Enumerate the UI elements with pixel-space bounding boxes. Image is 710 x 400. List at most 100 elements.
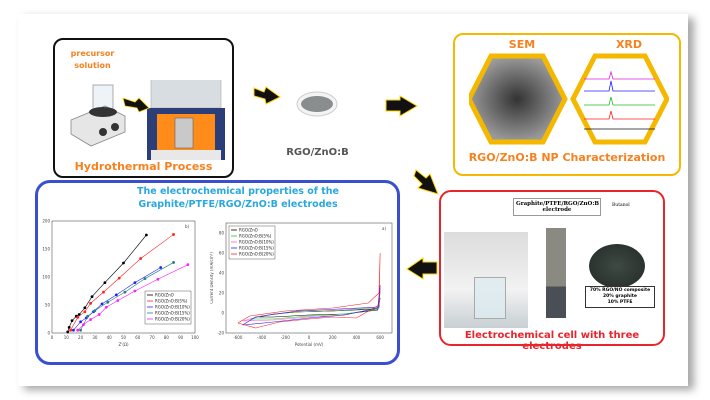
x-tick-label: -200 bbox=[281, 335, 291, 340]
x-tick-label: 400 bbox=[353, 335, 361, 340]
arrow-icon bbox=[413, 169, 439, 195]
legend-label: RGO/ZnO:B(20%) bbox=[239, 252, 274, 257]
data-point bbox=[106, 300, 110, 304]
x-tick-label: 10 bbox=[64, 335, 70, 340]
characterization-panel: SEM XRD RGO/ZnO:B NP Characterization bbox=[453, 33, 681, 176]
data-point bbox=[156, 277, 160, 281]
panel-label: a) bbox=[382, 226, 386, 231]
electrochemical-cell-title: Electrochemical cell with three electrod… bbox=[464, 330, 640, 352]
product-label: RGO/ZnO:B bbox=[286, 147, 349, 158]
powder-dish-icon bbox=[296, 91, 338, 117]
series-line bbox=[242, 284, 381, 326]
data-point bbox=[89, 318, 93, 321]
y-tick-label: 0 bbox=[47, 331, 50, 336]
y-tick-label: 50 bbox=[45, 303, 51, 308]
data-point bbox=[67, 326, 71, 329]
data-point bbox=[102, 290, 105, 294]
magnetic-stirrer-icon bbox=[70, 84, 126, 147]
data-point bbox=[139, 257, 143, 260]
data-point bbox=[79, 328, 82, 332]
x-tick-label: 80 bbox=[164, 335, 170, 340]
x-tick-label: 60 bbox=[135, 335, 141, 340]
y-tick-label: 200 bbox=[42, 219, 50, 224]
legend bbox=[228, 225, 276, 260]
plot-frame bbox=[51, 220, 196, 334]
data-point bbox=[116, 299, 120, 302]
data-point bbox=[122, 261, 125, 265]
legend bbox=[144, 290, 192, 325]
legend-label: RGO/ZnO:B(20%) bbox=[155, 317, 190, 322]
data-point bbox=[97, 313, 101, 316]
y-tick-label: 0 bbox=[221, 311, 224, 316]
data-point bbox=[77, 313, 81, 316]
data-point bbox=[143, 277, 147, 281]
x-tick-label: 600 bbox=[376, 335, 384, 340]
x-tick-label: 0 bbox=[308, 335, 311, 340]
hydrothermal-process-panel: precursor solution Hydrothermal Process bbox=[53, 38, 234, 178]
x-tick-label: 90 bbox=[178, 335, 184, 340]
x-tick-label: 200 bbox=[329, 335, 337, 340]
composition-item: 70% RGO/NO composite bbox=[589, 288, 651, 293]
y-tick-label: 100 bbox=[42, 275, 50, 280]
y-tick-label: 80 bbox=[219, 231, 225, 236]
x-axis-label: Potential (mV) bbox=[295, 342, 324, 347]
legend-label: RGO/ZnO:B(15%) bbox=[155, 311, 190, 316]
arrow-icon bbox=[253, 86, 281, 105]
legend-label: RGO/ZnO:B(10%) bbox=[155, 305, 190, 310]
data-point bbox=[133, 281, 137, 284]
x-tick-label: -600 bbox=[233, 335, 243, 340]
data-point bbox=[133, 289, 137, 293]
composition-item: 20% graphite bbox=[603, 294, 637, 299]
y-tick-label: 40 bbox=[219, 271, 225, 276]
electrode-label: Graphite/PTFE/RGO/ZnO:B electrode bbox=[513, 198, 601, 216]
butanol-label: Butanol bbox=[612, 203, 630, 208]
composition-item: 10% PTFE bbox=[607, 300, 633, 305]
data-point bbox=[186, 263, 190, 267]
x-tick-label: 30 bbox=[92, 335, 98, 340]
x-tick-label: 50 bbox=[121, 335, 127, 340]
x-tick-label: 20 bbox=[78, 335, 84, 340]
characterization-images bbox=[469, 53, 669, 145]
x-tick-label: 100 bbox=[191, 335, 199, 340]
x-tick-label: 40 bbox=[107, 335, 113, 340]
data-point bbox=[172, 261, 175, 264]
sem-label: SEM bbox=[508, 38, 536, 51]
data-point bbox=[114, 293, 118, 297]
title-line-1: The electrochemical properties of the bbox=[137, 186, 339, 197]
composition-box: 70% RGO/NO composite 20% graphite 10% PT… bbox=[585, 286, 655, 308]
data-point bbox=[79, 320, 82, 324]
data-point bbox=[72, 328, 75, 332]
data-point bbox=[76, 328, 80, 332]
data-point bbox=[90, 295, 94, 298]
hydrothermal-process-title: Hydrothermal Process bbox=[74, 160, 213, 173]
x-tick-label: 0 bbox=[51, 335, 54, 340]
plot-frame bbox=[225, 222, 393, 334]
electrochemical-properties-panel: The electrochemical properties of the Gr… bbox=[35, 180, 400, 365]
data-point bbox=[159, 266, 163, 269]
electrochemical-cell-panel: Graphite/PTFE/RGO/ZnO:B electrode Butano… bbox=[439, 190, 665, 352]
legend-label: RGO/ZnO bbox=[239, 228, 258, 233]
y-tick-label: 150 bbox=[42, 247, 50, 252]
series-line bbox=[67, 234, 147, 332]
beaker-icon bbox=[474, 277, 506, 319]
data-point bbox=[89, 301, 93, 305]
nyquist-plot: 0102030405060708090100050100150200Z'(Ω)-… bbox=[42, 219, 199, 348]
data-point bbox=[82, 323, 85, 326]
data-point bbox=[86, 314, 90, 318]
xrd-label: XRD bbox=[615, 38, 643, 51]
series-line bbox=[70, 234, 174, 331]
data-point bbox=[69, 328, 72, 332]
legend-label: RGO/ZnO:B(10%) bbox=[239, 240, 274, 245]
legend-label: RGO/ZnO:B(5%) bbox=[239, 234, 272, 239]
data-point bbox=[66, 330, 70, 334]
data-point bbox=[76, 315, 80, 319]
arrow-icon bbox=[122, 97, 150, 113]
electrochemical-title: The electrochemical properties of the Gr… bbox=[98, 185, 378, 211]
panel-label: b) bbox=[185, 224, 190, 229]
title-line-2: Graphite/PTFE/RGO/ZnO:B electrodes bbox=[138, 199, 338, 210]
cell-photo bbox=[444, 232, 528, 328]
hydrothermal-illustration bbox=[70, 80, 225, 160]
data-point bbox=[83, 310, 87, 314]
data-point bbox=[144, 233, 148, 237]
